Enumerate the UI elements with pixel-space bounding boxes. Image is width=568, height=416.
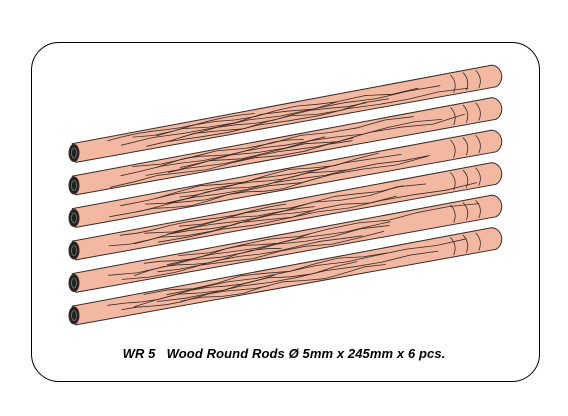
rod-cut-end <box>68 209 80 227</box>
product-description: Wood Round Rods Ø 5mm x 245mm x 6 pcs. <box>166 346 446 361</box>
rod-end-ring <box>71 180 77 191</box>
rod-cut-end <box>68 306 80 325</box>
rod-cut-end <box>68 241 80 260</box>
rod-cut-end <box>68 274 80 292</box>
product-caption: WR 5 Wood Round Rods Ø 5mm x 245mm x 6 p… <box>0 346 568 361</box>
wood-grain-line <box>120 154 402 207</box>
wood-grain-ring <box>450 139 456 158</box>
wood-rod <box>68 129 503 228</box>
wood-grain-ring <box>475 102 481 121</box>
rod-body <box>71 194 503 293</box>
wood-grain-line <box>156 87 419 137</box>
wood-grain-line <box>180 264 386 302</box>
wood-grain-line <box>121 231 385 280</box>
wood-grain-line <box>132 101 338 138</box>
wood-grain-line <box>157 182 478 243</box>
wood-grain-ring <box>475 199 481 219</box>
rod-body <box>71 129 503 228</box>
wood-grain-line <box>121 85 441 146</box>
wood-grain-ring <box>450 74 456 93</box>
wood-grain-line <box>146 98 389 147</box>
wood-rod <box>68 97 503 196</box>
rod-end-ring <box>71 310 77 321</box>
rod-end-ring <box>71 147 77 159</box>
wood-grain-line <box>156 250 439 302</box>
wood-grain-ring <box>462 169 469 188</box>
wood-grain-line <box>167 137 354 173</box>
wood-grain-line <box>178 185 403 227</box>
wood-grain-line <box>167 155 430 204</box>
rod-body <box>71 162 503 261</box>
wood-grain-line <box>109 155 429 218</box>
wood-grain-ring <box>450 204 456 223</box>
rod-end-ring <box>71 277 77 289</box>
wood-grain-line <box>133 261 358 308</box>
wood-grain-ring <box>450 107 456 126</box>
wood-grain-line <box>109 140 353 188</box>
wood-rod <box>68 64 503 163</box>
wood-grain-line <box>119 203 287 236</box>
wood-grain-ring <box>450 237 456 256</box>
wood-grain-ring <box>462 202 469 221</box>
wood-grain-line <box>166 221 391 266</box>
wood-grain-ring <box>475 69 481 89</box>
wood-grain-line <box>120 136 326 177</box>
wood-grain-line <box>166 238 467 296</box>
wood-grain-ring <box>475 232 481 251</box>
wood-grain-ring <box>462 104 469 123</box>
rod-cut-end <box>68 176 80 195</box>
wood-rod <box>68 194 503 293</box>
wood-grain-line <box>168 87 469 142</box>
wood-grain-line <box>145 113 465 176</box>
wood-grain-line <box>157 235 363 273</box>
wood-grain-ring <box>462 137 469 156</box>
wood-grain-ring <box>462 234 469 253</box>
rod-end-ring <box>71 245 77 256</box>
wood-grain-line <box>107 113 255 142</box>
wood-grain-line <box>179 119 443 168</box>
wood-grain-line <box>121 285 270 311</box>
wood-grain-line <box>134 177 321 213</box>
wood-grain-line <box>143 252 388 295</box>
wood-grain-ring <box>475 134 481 154</box>
wood-grain-line <box>167 206 315 235</box>
product-code: WR 5 <box>122 346 156 361</box>
wood-rod <box>68 162 503 261</box>
rod-end-ring <box>71 212 77 224</box>
wood-grain-ring <box>475 167 481 186</box>
rod-cut-end <box>68 144 80 162</box>
wood-grain-ring <box>462 72 469 91</box>
rod-body <box>71 97 503 196</box>
wood-grain-ring <box>450 172 456 191</box>
wood-rod <box>68 227 503 326</box>
wood-grain-line <box>134 195 397 245</box>
